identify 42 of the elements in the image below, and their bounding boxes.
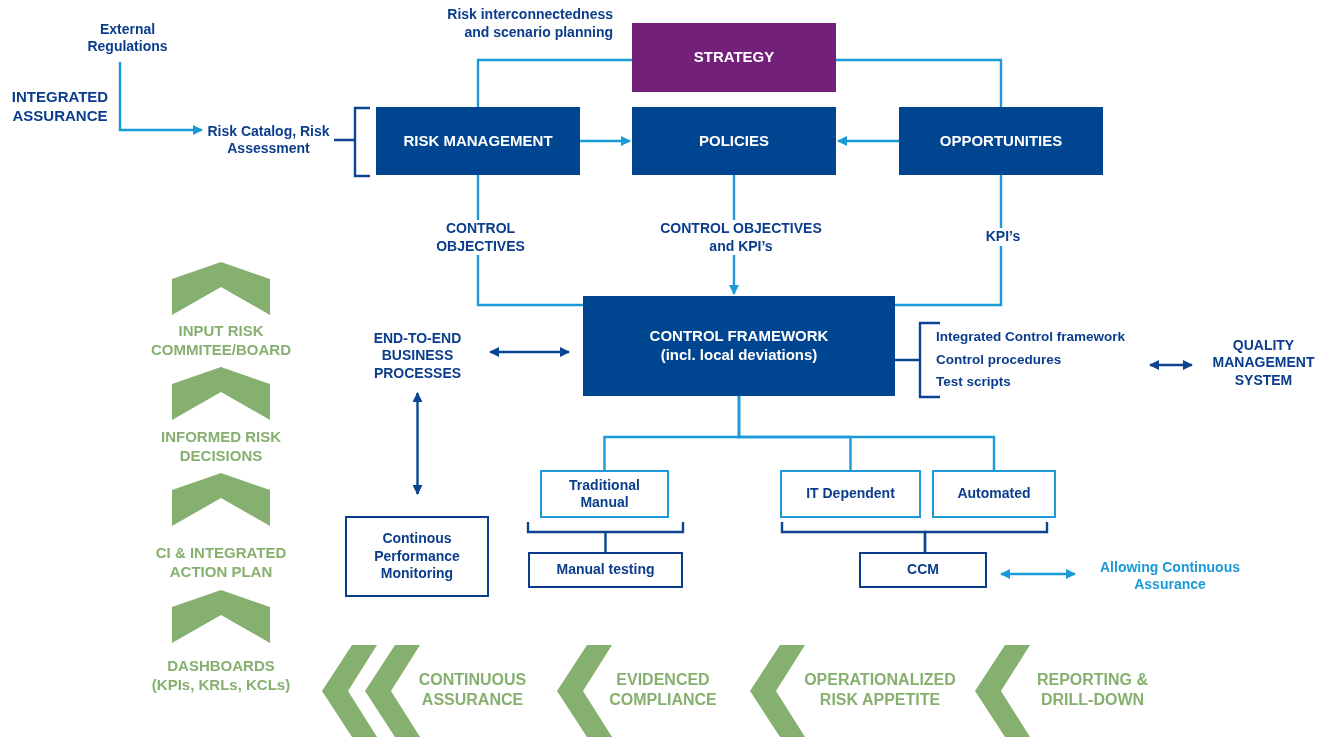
arrow (1149, 360, 1193, 370)
stage-label: CONTINUOUS ASSURANCE (417, 670, 528, 710)
stage-label: REPORTING & DRILL-DOWN (1035, 670, 1150, 710)
process-box: IT Dependent (780, 470, 921, 518)
process-box: Continous Performance Monitoring (345, 516, 489, 597)
connector-line (923, 522, 1049, 552)
connector-line (836, 58, 1003, 107)
arrow (412, 392, 423, 495)
process-box: Traditional Manual (540, 470, 669, 518)
connector-line (895, 175, 1003, 307)
arrow (580, 136, 631, 146)
stage-label: INPUT RISK COMMITEE/BOARD (150, 322, 292, 360)
stage-label: DASHBOARDS (KPIs, KRLs, KCLs) (150, 657, 292, 695)
connector-line (332, 106, 372, 178)
process-box: CONTROL FRAMEWORK (incl. local deviations) (583, 296, 895, 396)
process-box: POLICIES (632, 107, 836, 175)
arrow (489, 347, 570, 357)
arrow (118, 62, 203, 135)
connector-line (737, 396, 996, 470)
text-label: Risk Catalog, Risk Assessment (205, 118, 332, 162)
stage-label: CI & INTEGRATED ACTION PLAN (154, 544, 288, 582)
heading-label: INTEGRATED ASSURANCE (10, 88, 110, 126)
connector-line (476, 58, 632, 107)
text-label: Allowing Continuous Assurance (1075, 553, 1265, 599)
connector-line (526, 520, 685, 554)
process-box: CCM (859, 552, 987, 588)
text-label: QUALITY MANAGEMENT SYSTEM (1200, 330, 1327, 396)
text-label: External Regulations (70, 16, 185, 60)
process-box: Manual testing (528, 552, 683, 588)
process-box: STRATEGY (632, 23, 836, 92)
stage-label: EVIDENCED COMPLIANCE (608, 670, 718, 710)
list-item: Integrated Control framework (936, 327, 1126, 346)
process-box: Automated (932, 470, 1056, 518)
arrow (1000, 569, 1076, 579)
arrow (837, 136, 899, 146)
list-item: Control procedures (936, 350, 1062, 369)
list-item: Test scripts (936, 373, 1011, 392)
stage-label: INFORMED RISK DECISIONS (160, 428, 282, 466)
text-label: END-TO-END BUSINESS PROCESSES (345, 322, 490, 390)
process-box: RISK MANAGEMENT (376, 107, 580, 175)
stage-label: OPERATIONALIZED RISK APPETITE (803, 670, 957, 710)
process-box: OPPORTUNITIES (899, 107, 1103, 175)
